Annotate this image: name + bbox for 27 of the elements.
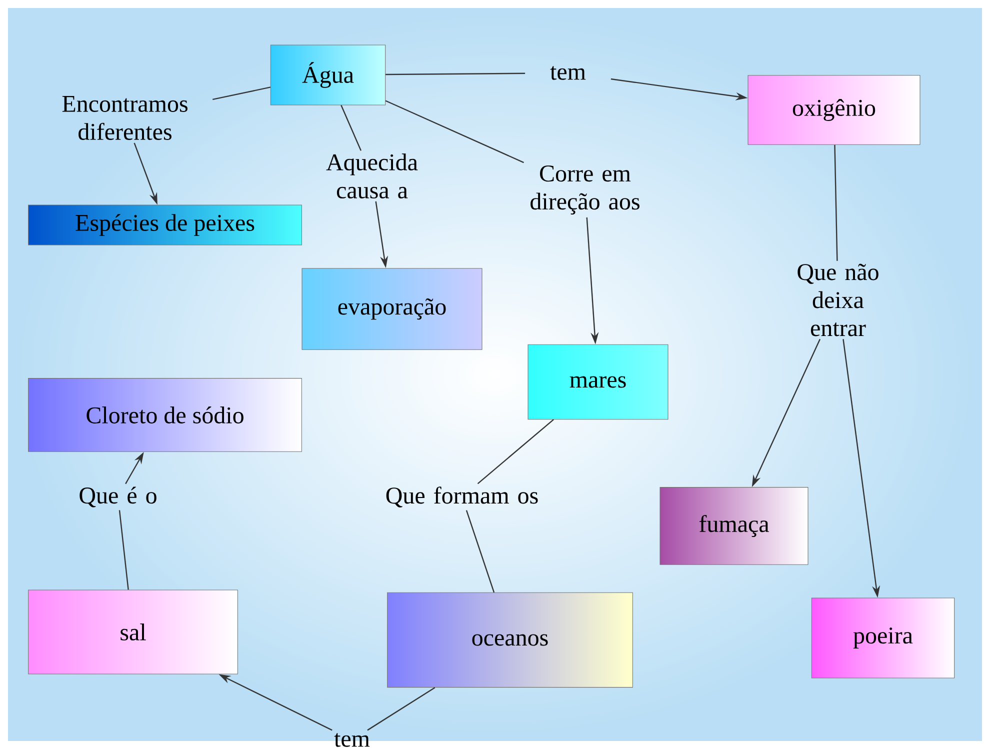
- linking-phrase: Corre em direção aos: [530, 166, 640, 214]
- linking-phrase: Encontramos diferentes: [62, 96, 188, 140]
- connector-line: [834, 144, 838, 261]
- concept-box: Cloreto de sódio: [28, 378, 302, 452]
- concept-box: poeira: [811, 598, 955, 678]
- concept-box: Espécies de peixes: [28, 204, 302, 246]
- connector-line: [367, 687, 436, 731]
- concept-box: sal: [28, 590, 238, 674]
- linking-phrase: tem: [334, 733, 370, 747]
- connector-line: [118, 510, 129, 590]
- concept-box: mares: [528, 344, 668, 420]
- concept-box: evaporação: [302, 268, 482, 350]
- linking-phrase: Que é o: [80, 486, 156, 508]
- linking-phrase: Aquecida causa a: [326, 154, 418, 198]
- concept-box: Água: [270, 44, 386, 106]
- linking-phrase: tem: [550, 66, 586, 80]
- connector-line: [386, 72, 526, 76]
- connector-line: [385, 100, 524, 164]
- concept-box: oxigênio: [748, 75, 920, 145]
- linking-phrase: Que não deixa entrar: [798, 264, 878, 336]
- concept-box: oceanos: [387, 592, 633, 688]
- connector-line: [212, 86, 271, 100]
- connector-line: [477, 419, 554, 484]
- connector-line: [340, 105, 362, 151]
- connector-line: [466, 510, 495, 593]
- linking-phrase: Que formam os: [386, 486, 538, 508]
- concept-box: fumaça: [660, 487, 808, 565]
